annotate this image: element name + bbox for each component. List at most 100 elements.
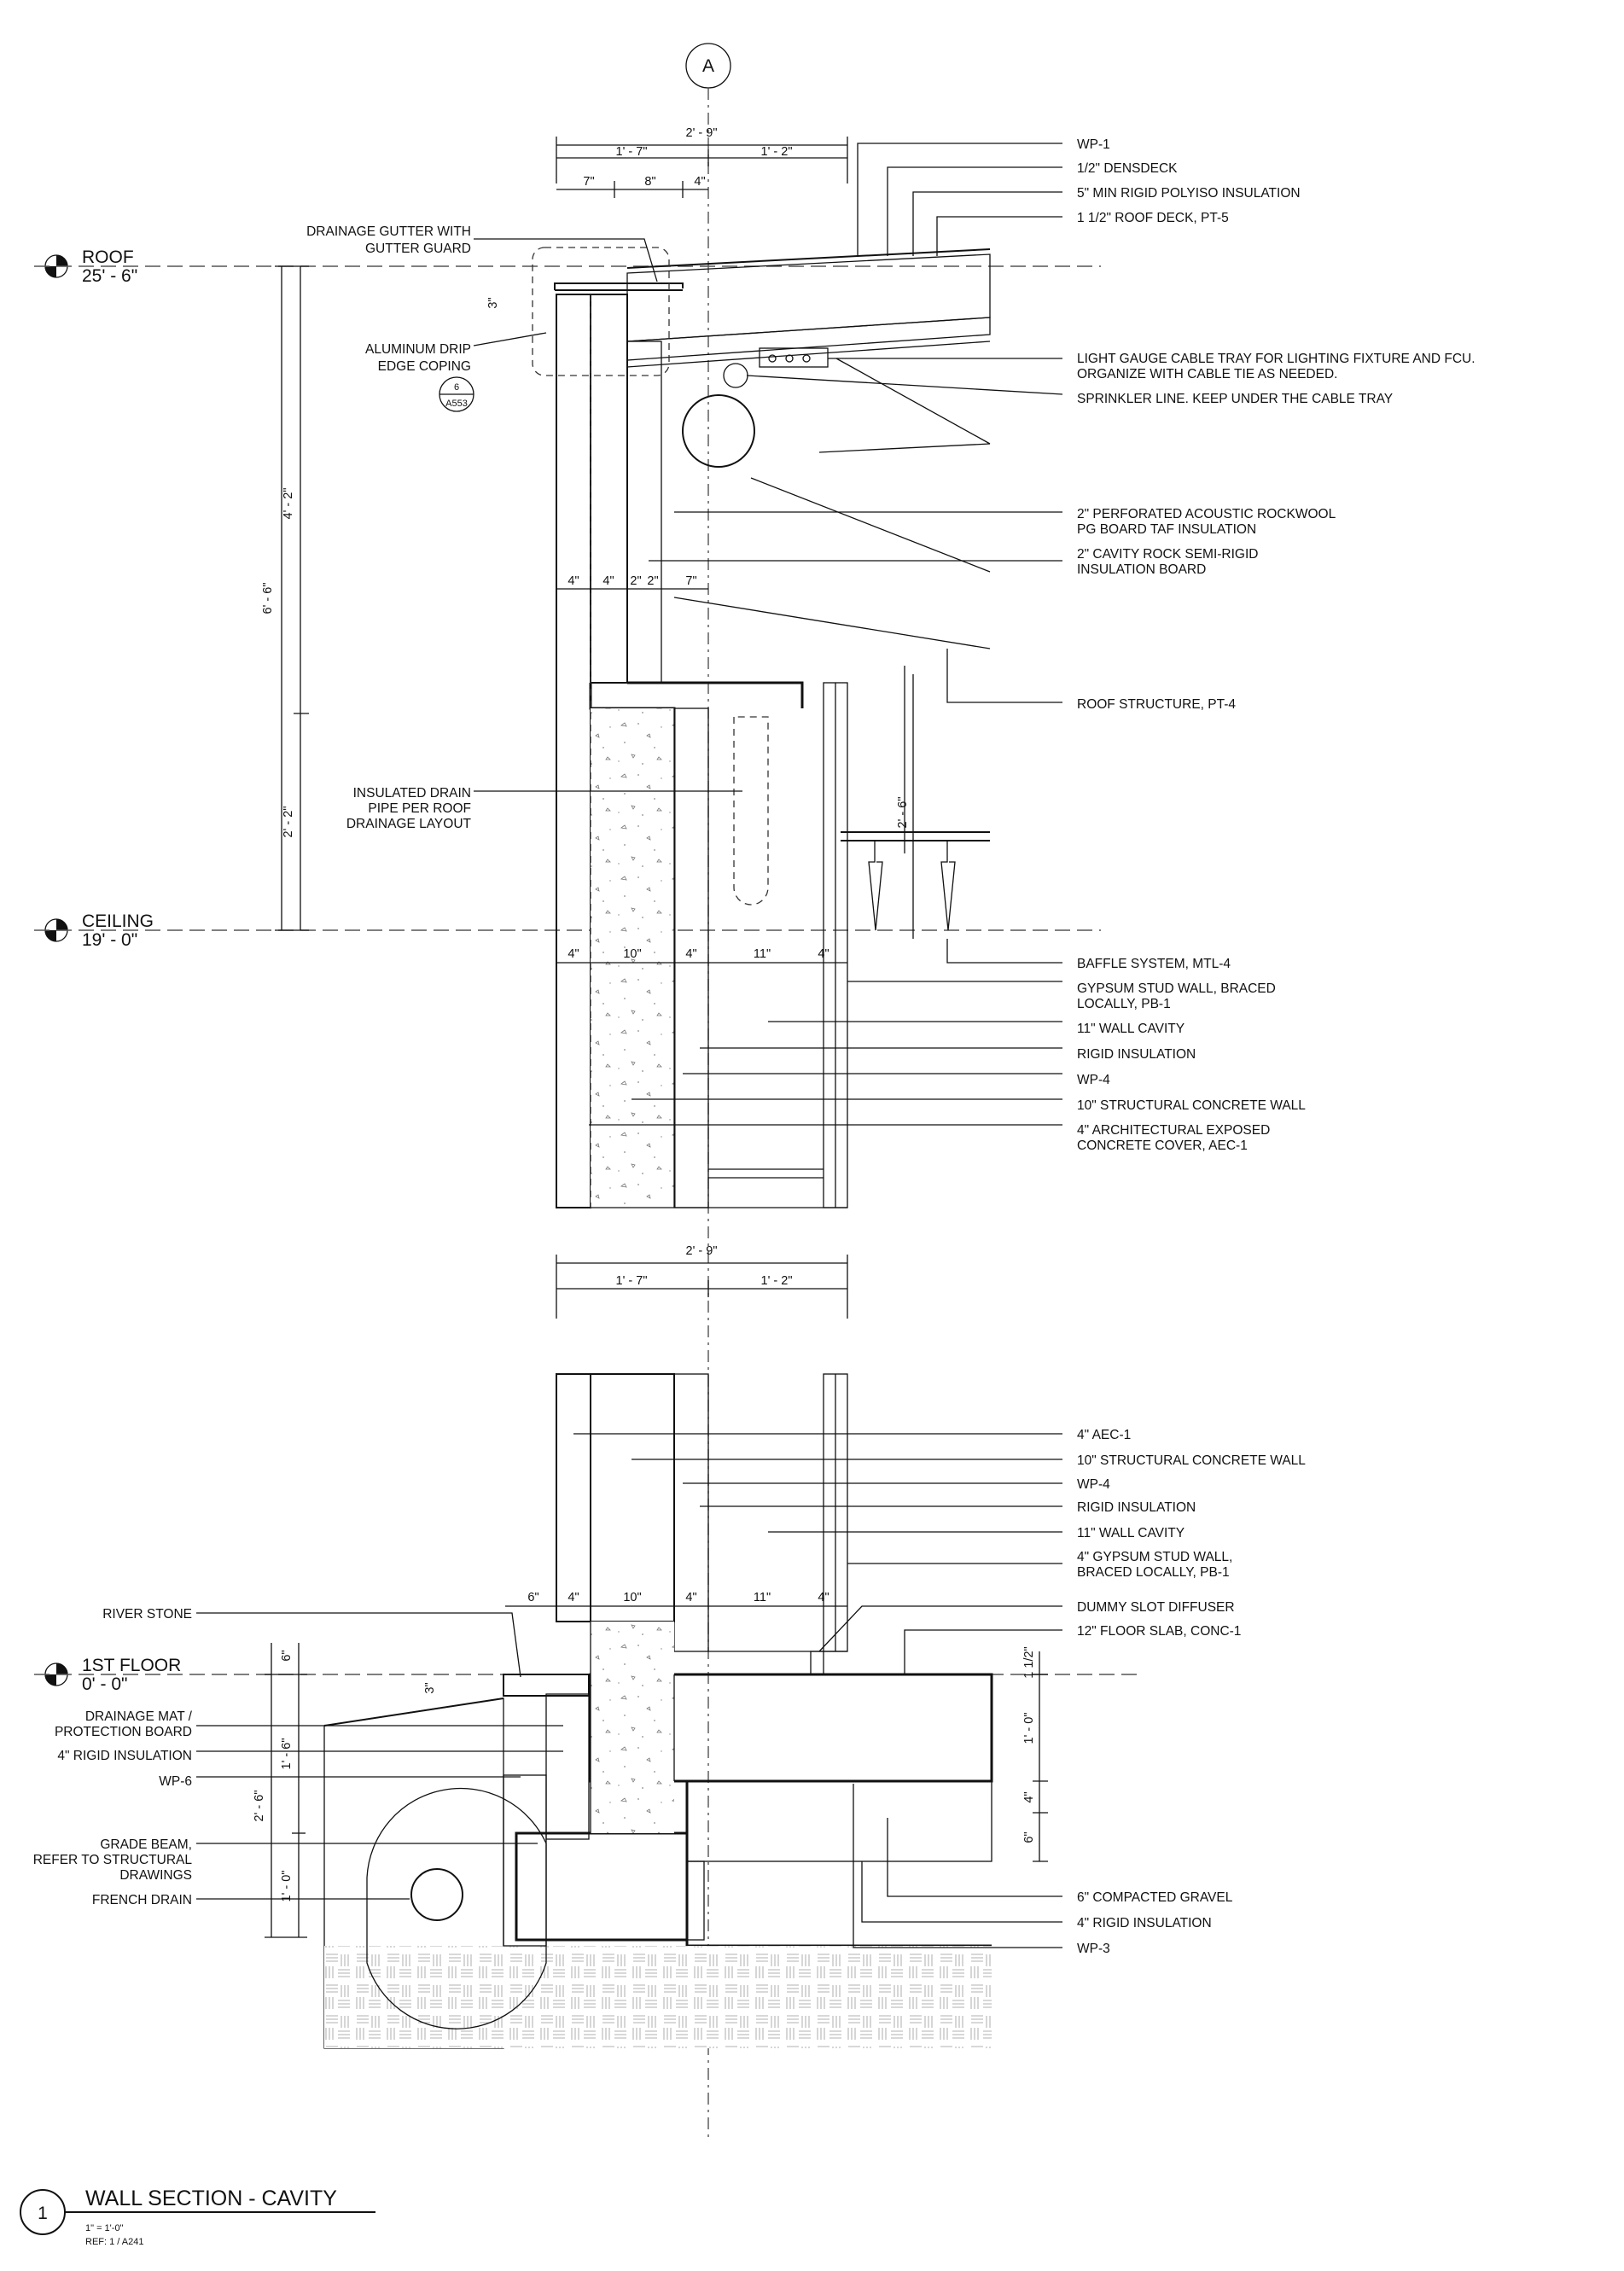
dim-base-4b: 4" xyxy=(685,1591,696,1604)
dim-base-11: 11" xyxy=(754,1591,771,1604)
dim-top-7: 7" xyxy=(583,175,594,189)
dim-low-right: 1' - 2" xyxy=(761,1274,793,1288)
title-scale: 1" = 1'-0" xyxy=(85,2223,124,2233)
note-gutter-1: DRAINAGE GUTTER WITH xyxy=(306,224,471,239)
dim-v-2-2: 2' - 2" xyxy=(282,806,295,838)
note-cavity-rock-2: INSULATION BOARD xyxy=(1077,562,1206,577)
dim-low-overall: 2' - 9" xyxy=(686,1244,718,1258)
title-text: WALL SECTION - CAVITY xyxy=(85,2187,337,2210)
dim-ff-2-6: 2' - 6" xyxy=(253,1791,266,1822)
note-drain-1: INSULATED DRAIN xyxy=(353,786,471,801)
dim-top-right: 1' - 2" xyxy=(761,145,793,159)
note-tray-2: ORGANIZE WITH CABLE TIE AS NEEDED. xyxy=(1077,367,1337,381)
dim-parapet-3: 3" xyxy=(486,297,500,308)
note-french-drain: FRENCH DRAIN xyxy=(92,1893,192,1907)
level-roof-elev: 25' - 6" xyxy=(82,266,137,286)
note-gyp-1: GYPSUM STUD WALL, BRACED xyxy=(1077,981,1276,996)
dim-base-4a: 4" xyxy=(568,1591,579,1604)
dim-slab-6: 6" xyxy=(1022,1831,1036,1843)
note-gyp-2: LOCALLY, PB-1 xyxy=(1077,997,1171,1011)
notes-roof-right: LIGHT GAUGE CABLE TRAY FOR LIGHTING FIXT… xyxy=(1077,352,1476,712)
note-drip-2: EDGE COPING xyxy=(378,359,471,374)
notes-lower: 4" AEC-1 10" STRUCTURAL CONCRETE WALL WP… xyxy=(1077,1428,1306,1639)
notes-ceiling: BAFFLE SYSTEM, MTL-4 GYPSUM STUD WALL, B… xyxy=(1077,957,1306,1153)
dim-base-10: 10" xyxy=(623,1591,641,1604)
dim-v-4-2: 4' - 2" xyxy=(282,488,295,520)
dim-ff-6: 6" xyxy=(280,1650,294,1661)
note-acoustic-2: PG BOARD TAF INSULATION xyxy=(1077,522,1256,537)
leaders xyxy=(196,143,1063,1948)
note-polyiso: 5" MIN RIGID POLYISO INSULATION xyxy=(1077,186,1301,201)
level-first-floor-elev: 0' - 0" xyxy=(82,1674,127,1694)
level-ceiling: CEILING 19' - 0" xyxy=(34,911,1101,950)
dim-ceil-4a: 4" xyxy=(568,947,579,961)
callout-number: 6 xyxy=(454,382,459,393)
dim-ceil-10: 10" xyxy=(623,947,641,961)
note-grade-3: DRAWINGS xyxy=(119,1868,192,1883)
note-aec-2: CONCRETE COVER, AEC-1 xyxy=(1077,1138,1248,1153)
note-grade-1: GRADE BEAM, xyxy=(100,1837,192,1852)
drawing-title-block: 1 WALL SECTION - CAVITY 1" = 1'-0" REF: … xyxy=(20,2187,375,2247)
dim-slab-1-0: 1' - 0" xyxy=(1022,1713,1036,1744)
note-grade-2: REFER TO STRUCTURAL xyxy=(33,1853,193,1867)
note-concrete: 10" STRUCTURAL CONCRETE WALL xyxy=(1077,1098,1306,1113)
note-drain-2: PIPE PER ROOF xyxy=(368,801,471,816)
note-low-rigid: RIGID INSULATION xyxy=(1077,1500,1196,1515)
note-low-gyp-1: 4" GYPSUM STUD WALL, xyxy=(1077,1550,1232,1564)
detail-callout-bubble[interactable]: 6 A553 xyxy=(445,382,468,409)
dim-low-left: 1' - 7" xyxy=(616,1274,648,1288)
dim-mid-4a: 4" xyxy=(568,574,579,588)
grid-marker: A xyxy=(702,56,714,76)
note-acoustic-1: 2" PERFORATED ACOUSTIC ROCKWOOL xyxy=(1077,507,1336,521)
note-diffuser: DUMMY SLOT DIFFUSER xyxy=(1077,1600,1235,1615)
upper-wall xyxy=(439,247,991,1208)
dim-ceil-11: 11" xyxy=(754,947,771,961)
dim-ff-1-0: 1' - 0" xyxy=(280,1871,294,1902)
level-roof: ROOF 25' - 6" xyxy=(34,247,1101,286)
note-tray-1: LIGHT GAUGE CABLE TRAY FOR LIGHTING FIXT… xyxy=(1077,352,1476,366)
note-low-wp4: WP-4 xyxy=(1077,1477,1110,1492)
dim-top-left: 1' - 7" xyxy=(616,145,648,159)
title-ref: REF: 1 / A241 xyxy=(85,2237,143,2247)
grid-line-a: A xyxy=(685,43,731,2142)
note-cavity: 11" WALL CAVITY xyxy=(1077,1022,1185,1036)
dimensions: 2' - 9" 1' - 7" 1' - 2" 7" 8" 4" 3" 6' -… xyxy=(253,126,1048,1938)
note-low-aec: 4" AEC-1 xyxy=(1077,1428,1131,1442)
level-roof-name: ROOF xyxy=(82,247,134,267)
note-drainage-2: PROTECTION BOARD xyxy=(55,1725,192,1739)
dim-top-8: 8" xyxy=(644,175,655,189)
callout-sheet: A553 xyxy=(445,399,468,409)
dim-slab-1-1-2: 1 1/2" xyxy=(1022,1646,1036,1678)
dim-mid-2b: 2" xyxy=(647,574,658,588)
dim-ceil-4c: 4" xyxy=(818,947,829,961)
level-first-floor-name: 1ST FLOOR xyxy=(82,1656,181,1675)
note-rigid-under: 4" RIGID INSULATION xyxy=(1077,1916,1212,1930)
dim-mid-4b: 4" xyxy=(602,574,614,588)
note-wp3: WP-3 xyxy=(1077,1942,1110,1956)
dim-ff-1-6: 1' - 6" xyxy=(280,1738,294,1770)
dim-v-2-6-ceiling: 2' - 6" xyxy=(896,797,910,829)
note-slab: 12" FLOOR SLAB, CONC-1 xyxy=(1077,1624,1241,1639)
dim-ceil-4b: 4" xyxy=(685,947,696,961)
dim-top-4: 4" xyxy=(694,175,705,189)
note-rigid-ins: 4" RIGID INSULATION xyxy=(57,1749,192,1763)
dim-top-overall: 2' - 9" xyxy=(686,126,718,140)
note-low-cavity: 11" WALL CAVITY xyxy=(1077,1526,1185,1540)
dim-ff-3: 3" xyxy=(423,1682,437,1693)
note-river-stone: RIVER STONE xyxy=(102,1607,192,1622)
note-drainage-1: DRAINAGE MAT / xyxy=(85,1709,193,1724)
notes-foundation-right: 6" COMPACTED GRAVEL 4" RIGID INSULATION … xyxy=(1077,1890,1233,1956)
note-low-concrete: 10" STRUCTURAL CONCRETE WALL xyxy=(1077,1453,1306,1468)
note-rigid: RIGID INSULATION xyxy=(1077,1047,1196,1062)
dim-base-6: 6" xyxy=(527,1591,538,1604)
dim-mid-7: 7" xyxy=(685,574,696,588)
dim-slab-4: 4" xyxy=(1022,1791,1036,1802)
level-ceiling-name: CEILING xyxy=(82,911,154,931)
note-aec-1: 4" ARCHITECTURAL EXPOSED xyxy=(1077,1123,1270,1138)
title-number: 1 xyxy=(38,2204,48,2223)
notes-roof-assembly: WP-1 1/2" DENSDECK 5" MIN RIGID POLYISO … xyxy=(1077,137,1301,225)
dim-v-6-6: 6' - 6" xyxy=(261,583,275,614)
dim-mid-2a: 2" xyxy=(630,574,641,588)
